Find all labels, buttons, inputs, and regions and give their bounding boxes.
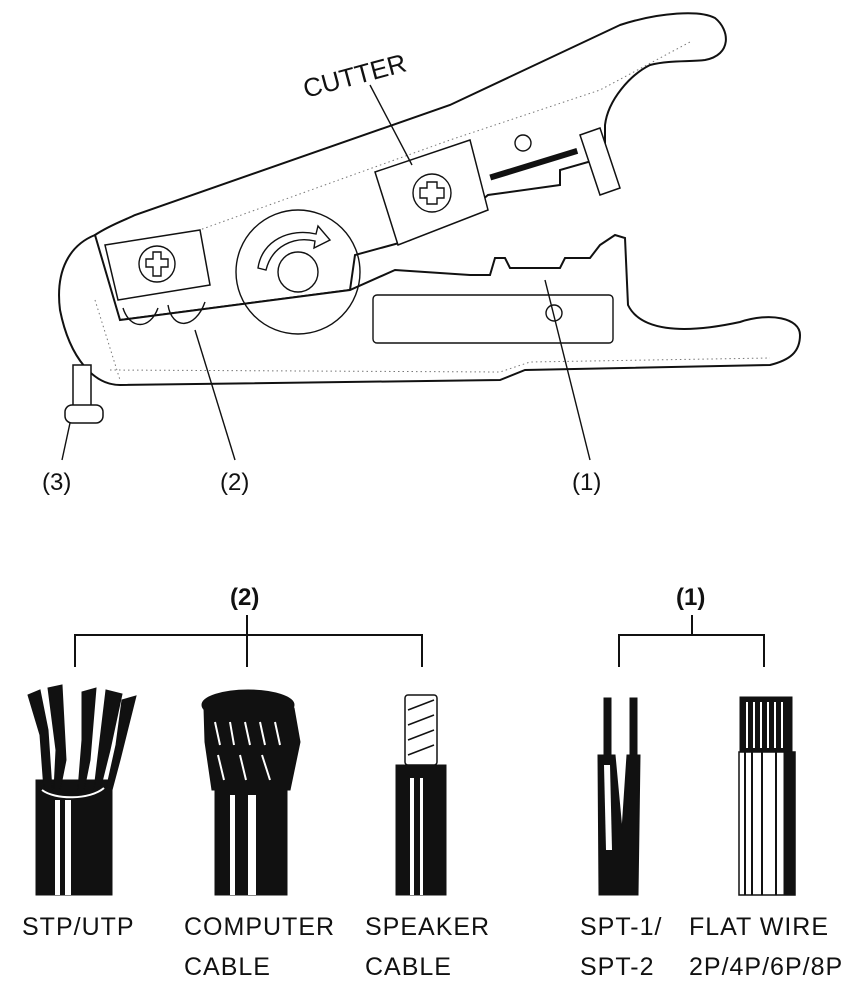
callout-1-leader-line [544, 279, 591, 461]
group-2-bracket [74, 615, 423, 667]
group-1-cables: (1) SPT-1/ SPT-2 FLAT WIRE 2P/4P/6P/8P [580, 584, 843, 981]
rotation-wheel [235, 209, 361, 335]
stripper-tool: CUTTER (3) (2) (1) [42, 12, 802, 496]
cable-speaker [395, 694, 447, 896]
group-1-bracket [618, 615, 765, 667]
cutter-block [374, 127, 621, 246]
cable-spt [597, 697, 641, 896]
callout-2-label: (2) [220, 469, 249, 496]
callout-3-label: (3) [42, 469, 71, 496]
group-2-label: (2) [230, 584, 259, 611]
cable-flat-wire [738, 696, 796, 896]
group-1-label: (1) [676, 584, 705, 611]
blade-screw-icon [138, 245, 176, 283]
adjustment-screw [64, 364, 104, 424]
flat-wire-label-line2: 2P/4P/6P/8P [689, 953, 843, 981]
cutter-leader-line [369, 84, 413, 166]
callout-2-leader-line [194, 329, 236, 461]
rotation-arrow-icon [257, 224, 332, 271]
stp-utp-label: STP/UTP [22, 913, 135, 941]
spt-label-line2: SPT-2 [580, 953, 654, 981]
cutter-screw-icon [412, 173, 452, 213]
cable-stp-utp [27, 684, 137, 896]
speaker-cable-label-line2: CABLE [365, 953, 452, 981]
flat-wire-label-line1: FLAT WIRE [689, 913, 829, 941]
tool-lower-handle [58, 233, 802, 387]
cable-computer [201, 689, 301, 896]
group-2-cables: (2) [22, 584, 490, 981]
callout-1-label: (1) [572, 469, 601, 496]
computer-cable-label-line2: CABLE [184, 953, 271, 981]
slot-window [372, 294, 614, 344]
spt-label-line1: SPT-1/ [580, 913, 662, 941]
computer-cable-label-line1: COMPUTER [184, 913, 335, 941]
callout-3-leader-line [61, 422, 71, 461]
cutter-label: CUTTER [300, 48, 410, 104]
round-cable-blade [104, 229, 211, 325]
speaker-cable-label-line1: SPEAKER [365, 913, 490, 941]
slot-pin [545, 304, 563, 322]
